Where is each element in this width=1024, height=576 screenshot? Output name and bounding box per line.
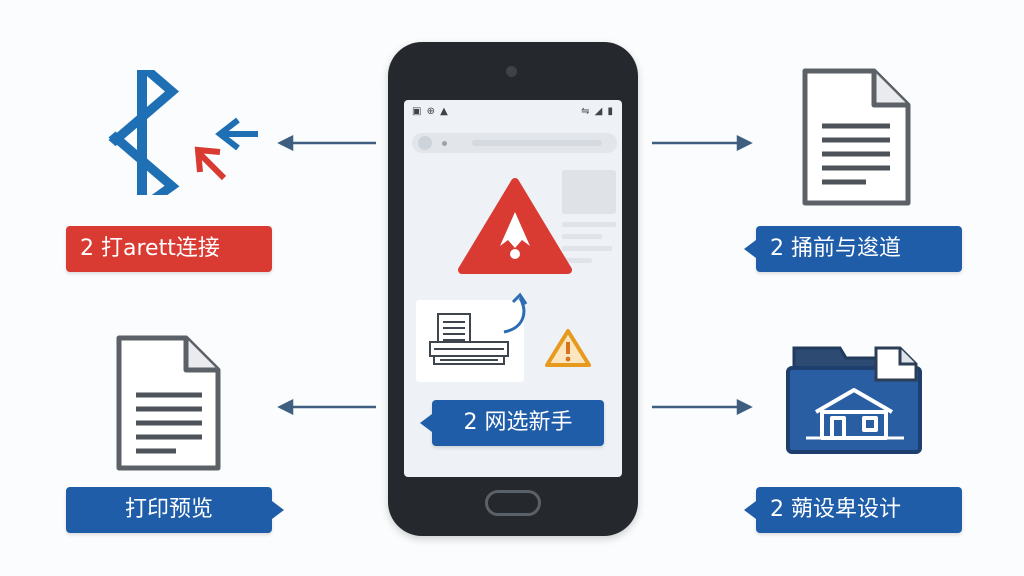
smartphone: ▣ ⊕ ▲ ⇋ ◢ ▮ xyxy=(388,42,638,536)
search-placeholder-bar xyxy=(472,140,602,146)
arrow-to-top-right xyxy=(652,134,753,152)
small-warning-icon xyxy=(545,329,591,367)
text-placeholder xyxy=(562,222,616,227)
text-placeholder xyxy=(562,234,602,239)
label-top-right: 2 捅前与逡道 xyxy=(744,226,962,272)
home-button[interactable] xyxy=(485,490,541,516)
label-phone-center: 2 网选新手 xyxy=(420,400,604,446)
front-camera xyxy=(506,66,517,77)
label-bottom-right: 2 蒴设卑设计 xyxy=(744,487,962,533)
search-bar[interactable] xyxy=(412,133,617,153)
bluetooth-icon xyxy=(108,70,180,195)
arrow-to-top-left xyxy=(277,134,376,152)
warning-icon xyxy=(458,178,572,274)
status-icons-right: ⇋ ◢ ▮ xyxy=(581,106,614,117)
red-cursor-arrow-icon xyxy=(194,146,227,181)
label-top-left: 2 打arett连接 xyxy=(66,226,272,272)
document-icon xyxy=(116,335,221,471)
arrow-to-bottom-left xyxy=(277,398,376,416)
thumbnail-placeholder xyxy=(562,170,616,214)
label-bottom-left: 打印预览 xyxy=(66,487,284,533)
dot-icon xyxy=(442,141,447,146)
printer-card xyxy=(416,300,524,382)
arrow-to-bottom-right xyxy=(652,398,753,416)
bluetooth-small-icon xyxy=(418,136,432,150)
blue-arrow-icon xyxy=(215,117,258,151)
curved-arrow-icon xyxy=(503,292,528,334)
status-bar: ▣ ⊕ ▲ ⇋ ◢ ▮ xyxy=(412,106,614,120)
text-placeholder xyxy=(562,246,612,251)
status-icons-left: ▣ ⊕ ▲ xyxy=(412,106,449,117)
phone-screen: ▣ ⊕ ▲ ⇋ ◢ ▮ xyxy=(404,100,622,477)
bluetooth-group xyxy=(108,70,258,195)
document-icon xyxy=(802,68,911,206)
printer-icon xyxy=(429,313,509,365)
blueprint-folder-icon xyxy=(786,346,922,454)
text-placeholder xyxy=(562,258,592,263)
